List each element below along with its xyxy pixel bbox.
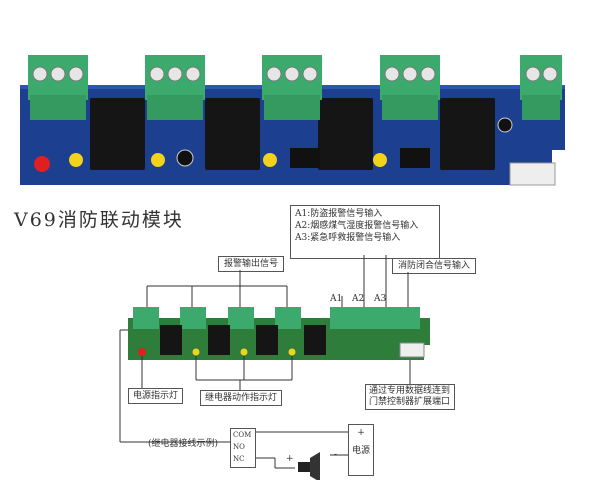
relay-indicator-label: 继电器动作指示灯 (200, 390, 283, 406)
power-box: + 电源 (348, 424, 374, 476)
led-red (34, 156, 50, 172)
mini-connector (399, 342, 425, 358)
capacitor (497, 117, 513, 133)
data-line-label: 通过专用数据线连到门禁控制器扩展端口 (365, 384, 455, 410)
relay (440, 98, 495, 170)
input-label-a1: A1 (330, 294, 343, 304)
terminal-block (145, 55, 205, 120)
led-yellow (69, 153, 83, 167)
indicator-pointers (141, 356, 411, 390)
relays (90, 98, 495, 170)
mini-led-yellow (240, 348, 248, 356)
alarm-output-label: 报警输出信号 (218, 256, 285, 272)
relay (318, 98, 373, 170)
led-yellow (373, 153, 387, 167)
connector (509, 162, 556, 186)
wiring-example-label: (继电器接线示例) (148, 439, 219, 449)
nc-label: NC (233, 455, 245, 463)
power-label: 电源 (351, 446, 370, 456)
power-indicator-label: 电源指示灯 (128, 388, 184, 404)
input-label-a3: A3 (374, 294, 387, 304)
terminal-blocks (28, 55, 562, 120)
led-yellow (151, 153, 165, 167)
terminal-block (28, 55, 88, 120)
pcb-photo (20, 55, 565, 186)
legend-line-a1: A1:防盗报警信号输入 (295, 209, 383, 219)
mini-led-red (138, 348, 146, 356)
led-yellow (263, 153, 277, 167)
mini-led-yellow (192, 348, 200, 356)
legend-line-a2: A2:烟感煤气湿度报警信号输入 (295, 221, 419, 231)
fire-close-input-label: 消防闭合信号输入 (392, 258, 477, 274)
leds (34, 153, 387, 172)
mini-relays (160, 325, 326, 355)
terminal-block (262, 55, 322, 120)
relay (90, 98, 145, 170)
no-label: NO (233, 443, 245, 451)
relay (205, 98, 260, 170)
wiring-diagram (119, 255, 430, 480)
com-label: COM (233, 431, 252, 439)
alarm-output-bracket (146, 270, 288, 312)
relay-contact-box: COM NO NC (230, 428, 256, 468)
inputs-legend-box: A1:防盗报警信号输入 A2:烟感煤气湿度报警信号输入 A3:紧急呼救报警信号输… (290, 205, 440, 259)
capacitor (176, 149, 194, 167)
mini-led-yellow (288, 348, 296, 356)
ic-chip (290, 148, 320, 168)
siren-minus-label: - (334, 450, 338, 460)
page-title: V69消防联动模块 (14, 209, 184, 231)
power-plus-label: + (357, 428, 365, 438)
relay-wiring (119, 329, 350, 469)
input-label-a2: A2 (352, 294, 365, 304)
terminal-block (520, 55, 562, 120)
mini-terminals (133, 307, 420, 329)
legend-line-a3: A3:紧急呼救报警信号输入 (295, 233, 401, 243)
siren-icon (298, 452, 320, 480)
siren-plus-label: + (286, 454, 294, 464)
terminal-block (380, 55, 440, 120)
ic-chip (400, 148, 430, 168)
